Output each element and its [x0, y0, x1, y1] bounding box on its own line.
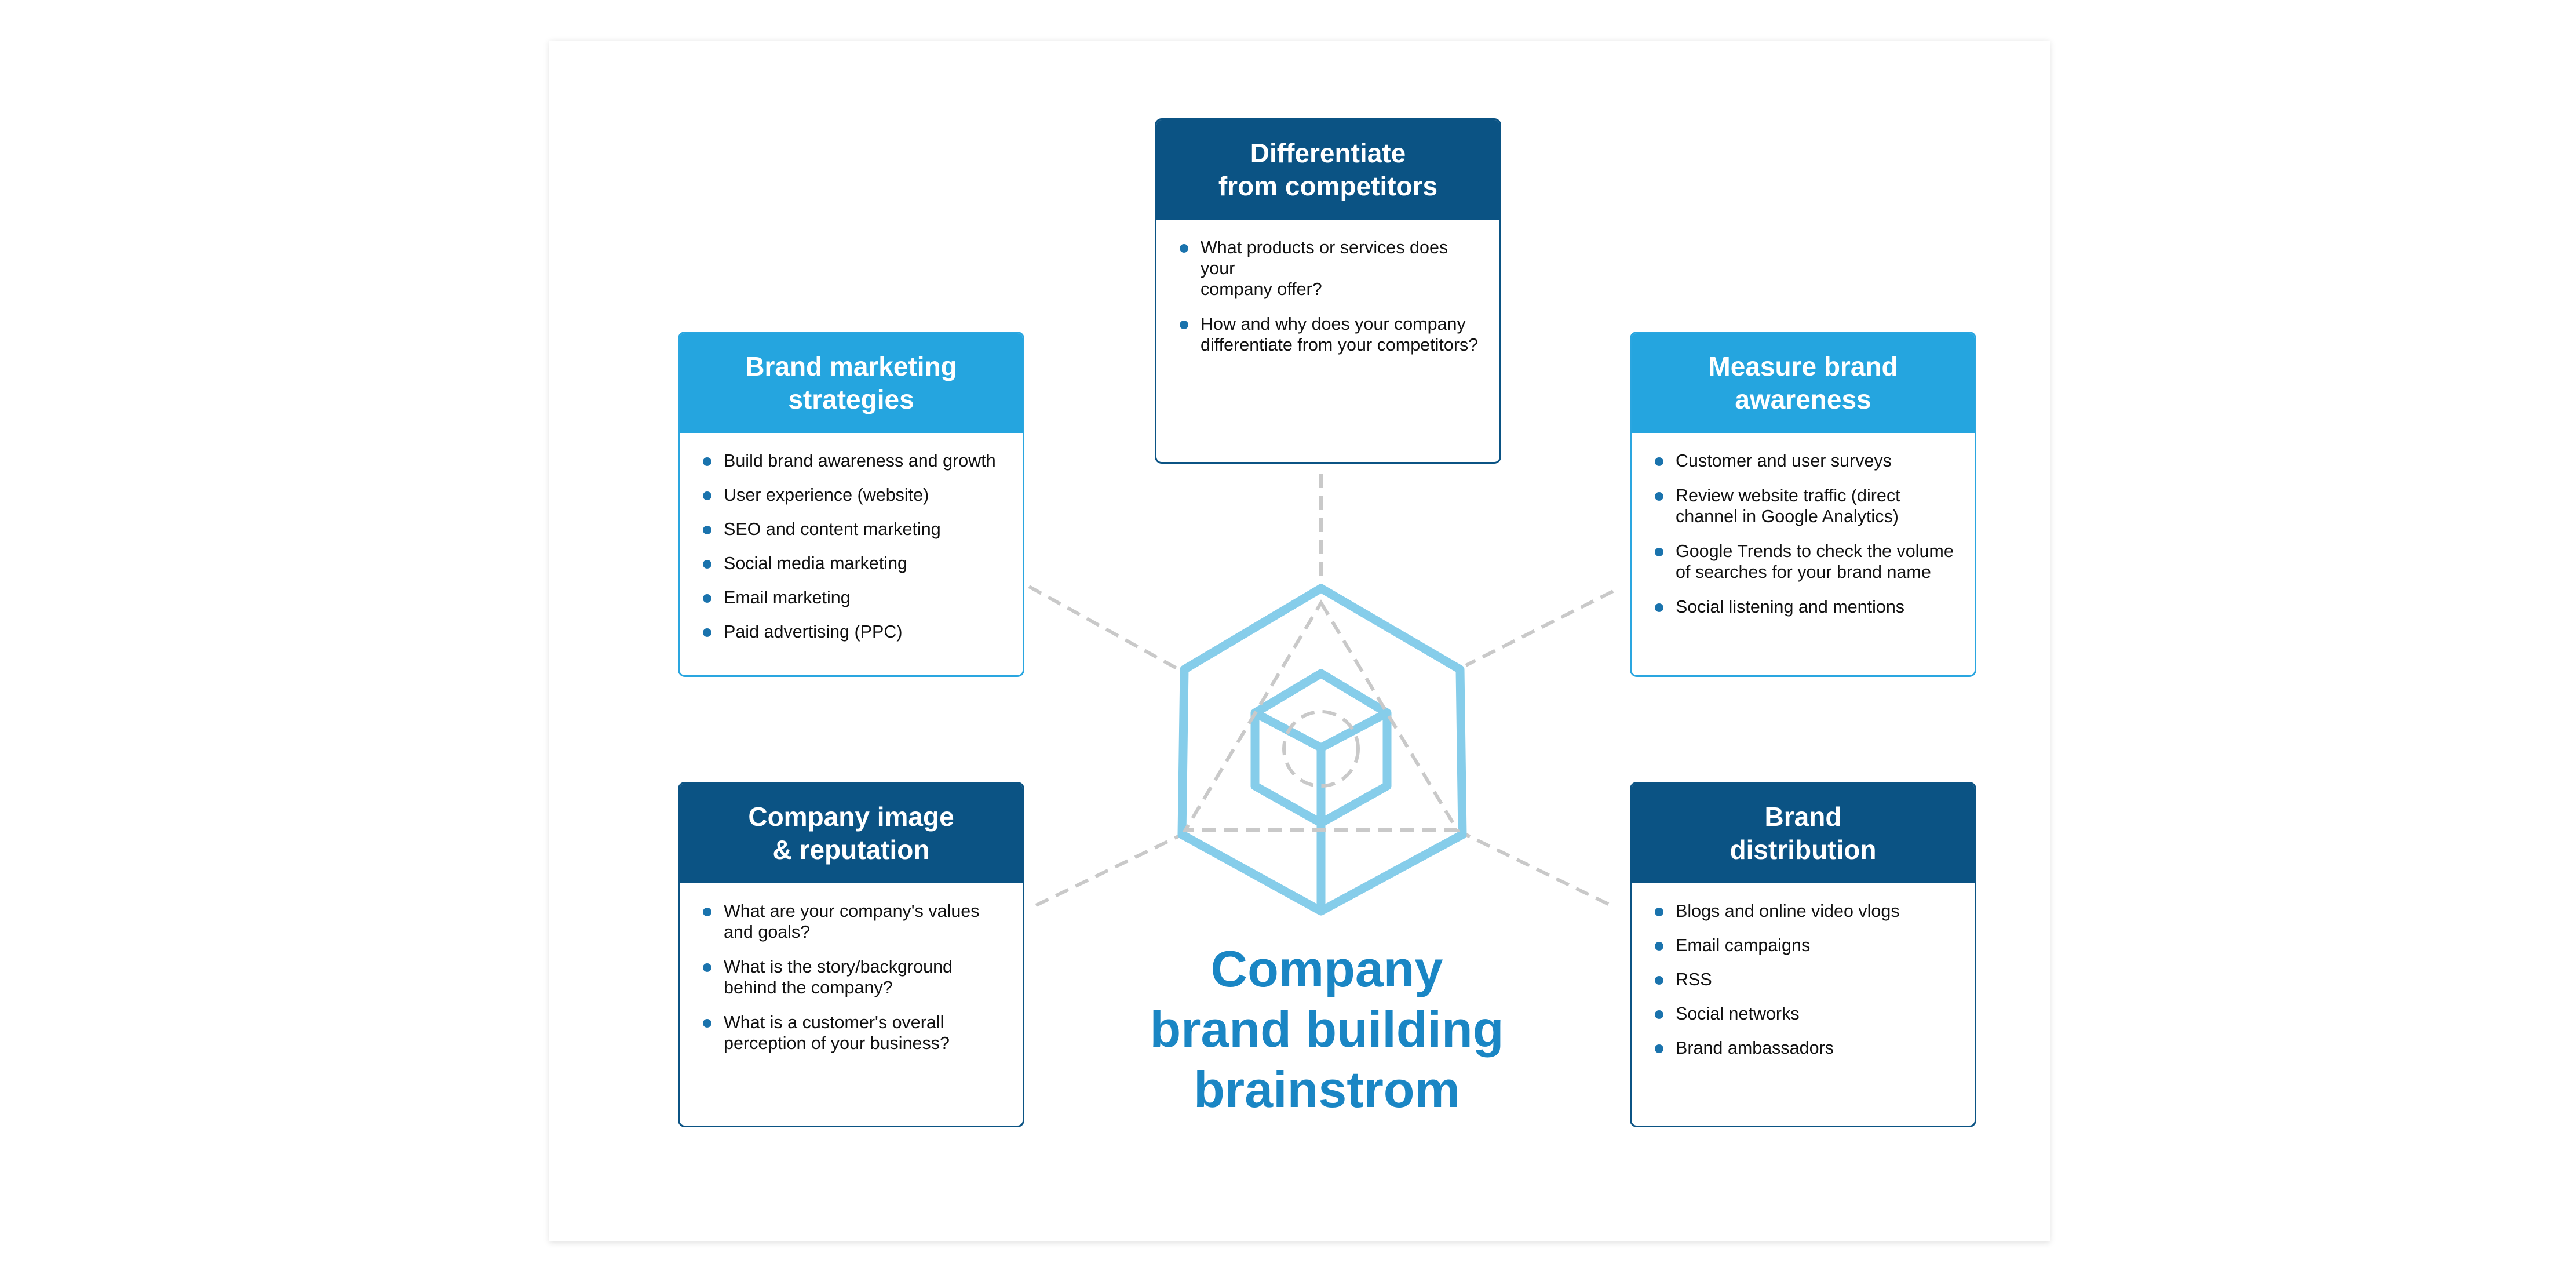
- list-item: Email marketing: [703, 587, 1002, 608]
- list-item: SEO and content marketing: [703, 519, 1002, 540]
- list-item: Social networks: [1655, 1003, 1954, 1024]
- list-item: Google Trends to check the volume of sea…: [1655, 541, 1954, 582]
- list-item: What products or services does your comp…: [1180, 237, 1479, 300]
- list-item: RSS: [1655, 969, 1954, 990]
- connector-upper-right: [1465, 589, 1614, 667]
- list-item: What is a customer's overall perception …: [703, 1012, 1002, 1054]
- list-item: How and why does your company differenti…: [1180, 314, 1479, 355]
- dashed-circle: [1282, 710, 1360, 788]
- list-item: Paid advertising (PPC): [703, 621, 1002, 642]
- list-item: What are your company's values and goals…: [703, 901, 1002, 942]
- card-heading: Measure brand awareness: [1632, 333, 1975, 433]
- card-company-image: Company image & reputation What are your…: [678, 782, 1024, 1127]
- card-heading: Company image & reputation: [680, 784, 1023, 883]
- card-heading: Brand marketing strategies: [680, 333, 1023, 433]
- card-list: What are your company's values and goals…: [680, 883, 1023, 1054]
- connector-upper-left: [1028, 585, 1183, 673]
- connector-lower-right: [1465, 833, 1610, 906]
- connector-lower-left: [1035, 833, 1183, 907]
- hexagon-cube-icon: [1177, 584, 1467, 916]
- list-item: What is the story/background behind the …: [703, 956, 1002, 998]
- list-item: Blogs and online video vlogs: [1655, 901, 1954, 922]
- diagram-title: Company brand building brainstrom: [1150, 940, 1504, 1118]
- list-item: Social media marketing: [703, 553, 1002, 574]
- list-item: Build brand awareness and growth: [703, 450, 1002, 471]
- list-item: Social listening and mentions: [1655, 596, 1954, 617]
- card-differentiate: Differentiate from competitors What prod…: [1155, 118, 1501, 464]
- card-heading: Brand distribution: [1632, 784, 1975, 883]
- card-list: Blogs and online video vlogs Email campa…: [1632, 883, 1975, 1058]
- card-brand-distribution: Brand distribution Blogs and online vide…: [1630, 782, 1976, 1127]
- dashed-triangle: [1182, 599, 1461, 832]
- card-list: What products or services does your comp…: [1156, 220, 1499, 355]
- list-item: Email campaigns: [1655, 935, 1954, 956]
- card-measure-awareness: Measure brand awareness Customer and use…: [1630, 332, 1976, 677]
- card-heading: Differentiate from competitors: [1156, 120, 1499, 220]
- card-list: Build brand awareness and growth User ex…: [680, 433, 1023, 642]
- list-item: Review website traffic (direct channel i…: [1655, 485, 1954, 527]
- list-item: User experience (website): [703, 485, 1002, 505]
- card-list: Customer and user surveys Review website…: [1632, 433, 1975, 617]
- list-item: Customer and user surveys: [1655, 450, 1954, 471]
- list-item: Brand ambassadors: [1655, 1037, 1954, 1058]
- card-brand-marketing: Brand marketing strategies Build brand a…: [678, 332, 1024, 677]
